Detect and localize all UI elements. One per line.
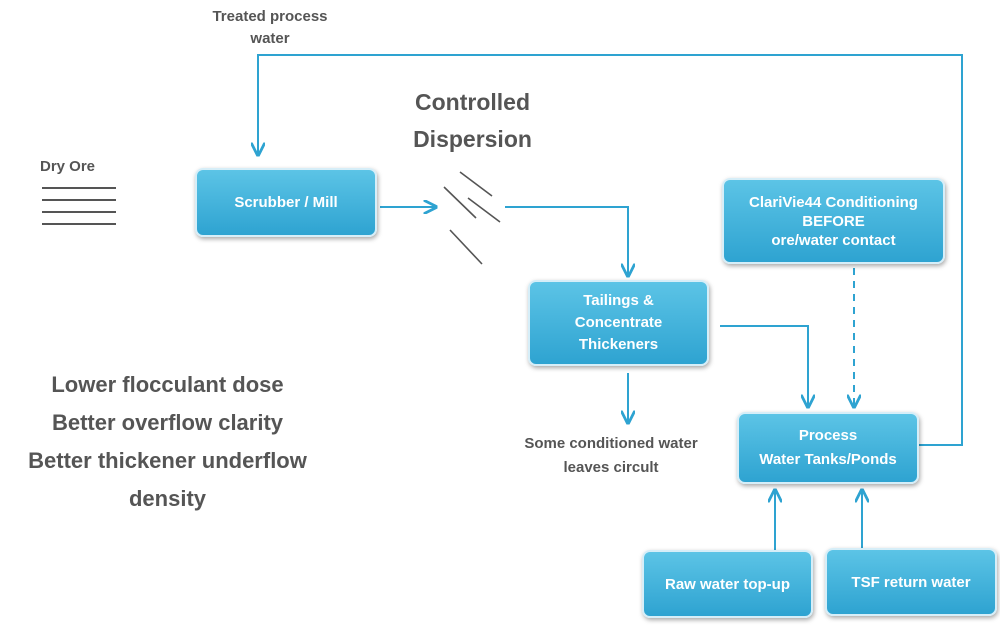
treated-water-label: Treated process water bbox=[212, 8, 328, 47]
process-line-1: Process bbox=[798, 427, 858, 444]
clarivie-line-3: ore/water contact bbox=[771, 231, 896, 249]
scrubber-mill-box: Scrubber / Mill bbox=[195, 168, 377, 237]
clarivie-line-1: ClariVie44 Conditioning bbox=[749, 193, 918, 211]
tsf-return-label: TSF return water bbox=[851, 573, 971, 591]
process-line-2: Water Tanks/Ponds bbox=[759, 451, 897, 468]
conditioned-water-leaves-label: Some conditioned water leaves circult bbox=[524, 435, 698, 476]
benefits-list: Lower flocculant dose Better overflow cl… bbox=[5, 366, 330, 518]
treated-water-return-line bbox=[258, 54, 963, 446]
clarivie-conditioning-box: ClariVie44 Conditioning BEFORE ore/water… bbox=[722, 178, 945, 264]
benefit-lower-flocculant: Lower flocculant dose bbox=[51, 372, 284, 397]
thickeners-line-3: Thickeners bbox=[578, 336, 659, 353]
scrubber-mill-label: Scrubber / Mill bbox=[234, 194, 338, 211]
dispersion-icon bbox=[443, 171, 501, 265]
process-water-tanks-box: Process Water Tanks/Ponds bbox=[737, 412, 919, 484]
raw-water-label: Raw water top-up bbox=[664, 575, 790, 593]
dry-ore-label: Dry Ore bbox=[40, 158, 96, 175]
tsf-return-water-box: TSF return water bbox=[825, 548, 997, 616]
benefit-overflow-clarity: Better overflow clarity bbox=[51, 410, 284, 435]
thickeners-box: Tailings & Concentrate Thickeners bbox=[528, 280, 709, 366]
controlled-dispersion-label: Controlled Dispersion bbox=[413, 89, 532, 152]
raw-water-topup-box: Raw water top-up bbox=[642, 550, 813, 618]
dry-ore-icon bbox=[42, 187, 116, 225]
thickeners-line-2: Concentrate bbox=[574, 314, 663, 331]
thickeners-line-1: Tailings & bbox=[583, 292, 654, 309]
benefit-underflow-density: Better thickener underflow density bbox=[28, 448, 307, 511]
thickeners-to-process-arrow bbox=[720, 325, 808, 407]
clarivie-line-2: BEFORE bbox=[802, 212, 865, 230]
dispersion-to-thickeners-arrow bbox=[505, 206, 628, 276]
